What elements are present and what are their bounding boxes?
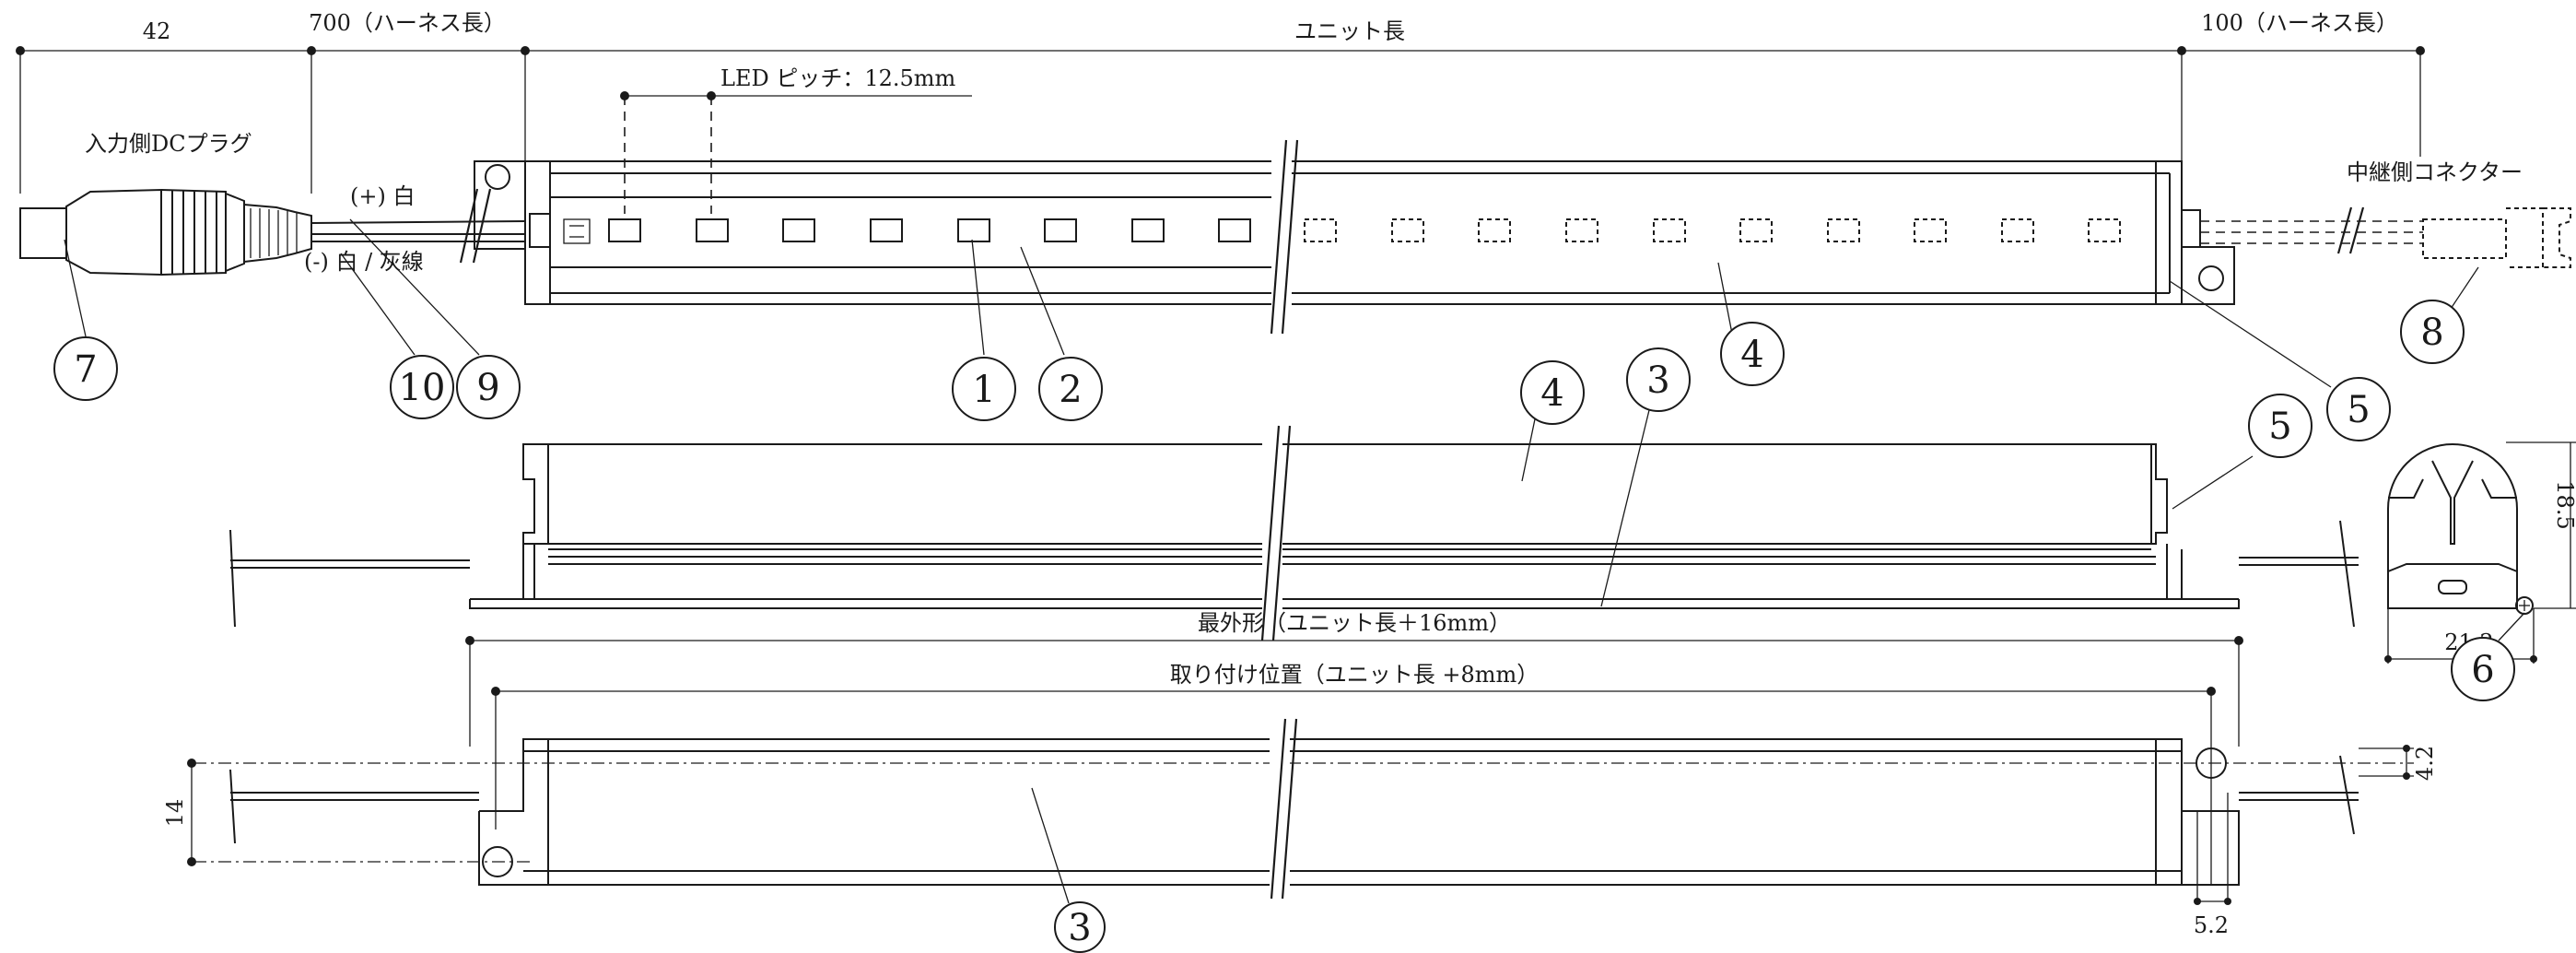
- callout-1: 1: [952, 357, 1016, 421]
- input-plug-label: 入力側DCプラグ: [85, 131, 252, 157]
- end-cap-right: [2181, 209, 2235, 305]
- dim-700-harness: 700（ハーネス長）: [309, 10, 506, 36]
- svg-text:9: 9: [476, 367, 499, 409]
- dim-100-harness: 100（ハーネス長）: [2201, 10, 2398, 36]
- dc-plug: [19, 188, 312, 276]
- end-cap-left: [474, 160, 591, 305]
- led-row-visible: [608, 218, 1251, 242]
- svg-text:5: 5: [2347, 389, 2370, 431]
- dim-5-2: 5.2: [2194, 912, 2229, 938]
- dim-42: 42: [143, 18, 171, 44]
- callout-3-side: 3: [1626, 347, 1691, 412]
- svg-text:6: 6: [2471, 649, 2494, 691]
- dim-mount-position: 取り付け位置（ユニット長 +8mm）: [1170, 662, 1540, 688]
- callout-10: 10: [390, 355, 454, 419]
- callout-5-side: 5: [2248, 394, 2313, 458]
- relay-connector-label: 中継側コネクター: [2347, 159, 2523, 185]
- callout-3-bottom: 3: [1054, 901, 1106, 953]
- relay-connector: [2200, 206, 2571, 268]
- callout-8: 8: [2400, 300, 2465, 364]
- svg-text:10: 10: [399, 367, 446, 409]
- leader-lines: [64, 218, 2525, 904]
- side-view: [229, 424, 2359, 645]
- dim-14: 14: [162, 799, 188, 828]
- labels: 入力側DCプラグ 中継側コネクター (+) 白 (-) 白 / 灰線: [85, 131, 2523, 275]
- callout-4-top: 4: [1720, 322, 1785, 386]
- cross-section: 21.2 18.5: [2384, 441, 2576, 664]
- callout-2: 2: [1038, 357, 1103, 421]
- dim-outer-length: 最外形（ユニット長＋16mm）: [1198, 610, 1511, 636]
- callout-9: 9: [456, 355, 521, 419]
- dim-4-2: 4.2: [2412, 746, 2438, 781]
- top-view: [19, 138, 2571, 341]
- callout-5-top: 5: [2326, 377, 2391, 441]
- svg-text:3: 3: [1068, 907, 1091, 949]
- led-row-hidden: [1304, 218, 2121, 242]
- break-mark-top: [1270, 138, 1299, 341]
- callouts: 7 10 9 1 2 4 5 8 4 3 5 6 3: [53, 300, 2515, 953]
- minus-white-label: (-) 白 / 灰線: [304, 249, 424, 275]
- svg-text:3: 3: [1646, 359, 1669, 402]
- callout-4-side: 4: [1520, 360, 1585, 425]
- svg-text:2: 2: [1059, 369, 1082, 411]
- svg-text:4: 4: [1540, 372, 1563, 415]
- dim-18-5: 18.5: [2552, 480, 2576, 529]
- unit-body: [550, 160, 2183, 305]
- svg-text:5: 5: [2268, 406, 2291, 448]
- svg-text:8: 8: [2420, 312, 2443, 354]
- top-dimension-chain: 42 700（ハーネス長） ユニット長 100（ハーネス長）: [16, 10, 2425, 194]
- callout-7: 7: [53, 336, 118, 401]
- svg-text:4: 4: [1740, 334, 1763, 376]
- led-pitch-label: LED ピッチ：12.5mm: [720, 65, 956, 91]
- svg-text:7: 7: [74, 348, 97, 391]
- led-pitch-dimension: LED ピッチ：12.5mm: [620, 65, 972, 214]
- callout-6: 6: [2451, 637, 2515, 701]
- svg-text:1: 1: [972, 369, 995, 411]
- plus-white-label: (+) 白: [350, 183, 415, 209]
- dim-unit-length: ユニット長: [1294, 18, 1405, 44]
- bottom-view: 最外形（ユニット長＋16mm） 取り付け位置（ユニット長 +8mm） 14 4.…: [162, 610, 2438, 938]
